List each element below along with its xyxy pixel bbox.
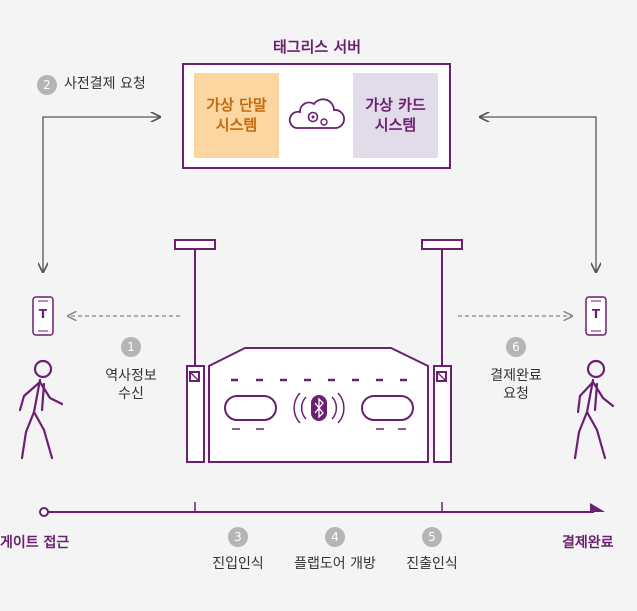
step-4-label: 플랩도어 개방 xyxy=(294,556,376,572)
timeline-start-label: 게이트 접근 xyxy=(0,535,70,551)
virtual-card-box xyxy=(353,73,438,158)
step-2-label: 사전결제 요청 xyxy=(64,76,146,92)
virtual-terminal-label: 가상 단말 시스템 xyxy=(206,96,267,134)
virtual-terminal-box xyxy=(194,73,279,158)
left-phone-icon xyxy=(32,296,54,336)
step-5-number: 5 xyxy=(422,527,442,547)
cloud-gear-icon xyxy=(288,98,345,129)
step-3-number: 3 xyxy=(228,527,248,547)
virtual-card-label: 가상 카드 시스템 xyxy=(365,96,426,134)
server-title: 태그리스 서버 xyxy=(272,38,362,56)
bluetooth-icon xyxy=(293,392,345,424)
arrow-server-to-right-phone xyxy=(480,117,596,272)
step-3-label: 진입인식 xyxy=(212,556,264,572)
step-5-label: 진출인식 xyxy=(406,556,458,572)
timeline-end-label: 결제완료 xyxy=(562,535,614,551)
step-2-number: 2 xyxy=(37,75,57,95)
right-phone-logo: T xyxy=(591,307,601,321)
step-1-number: 1 xyxy=(121,337,141,357)
gate-illustration xyxy=(174,239,463,463)
step-6-number: 6 xyxy=(506,337,526,357)
arrow-server-to-left-phone xyxy=(43,117,160,272)
left-person-icon xyxy=(18,359,64,460)
timeline xyxy=(39,502,605,517)
step-4-number: 4 xyxy=(325,527,345,547)
step-6-label: 결제완료 요청 xyxy=(490,368,542,402)
step-1-label: 역사정보 수신 xyxy=(105,368,157,402)
left-phone-logo: T xyxy=(38,307,48,321)
right-person-icon xyxy=(573,359,615,460)
right-phone-icon xyxy=(585,296,607,336)
